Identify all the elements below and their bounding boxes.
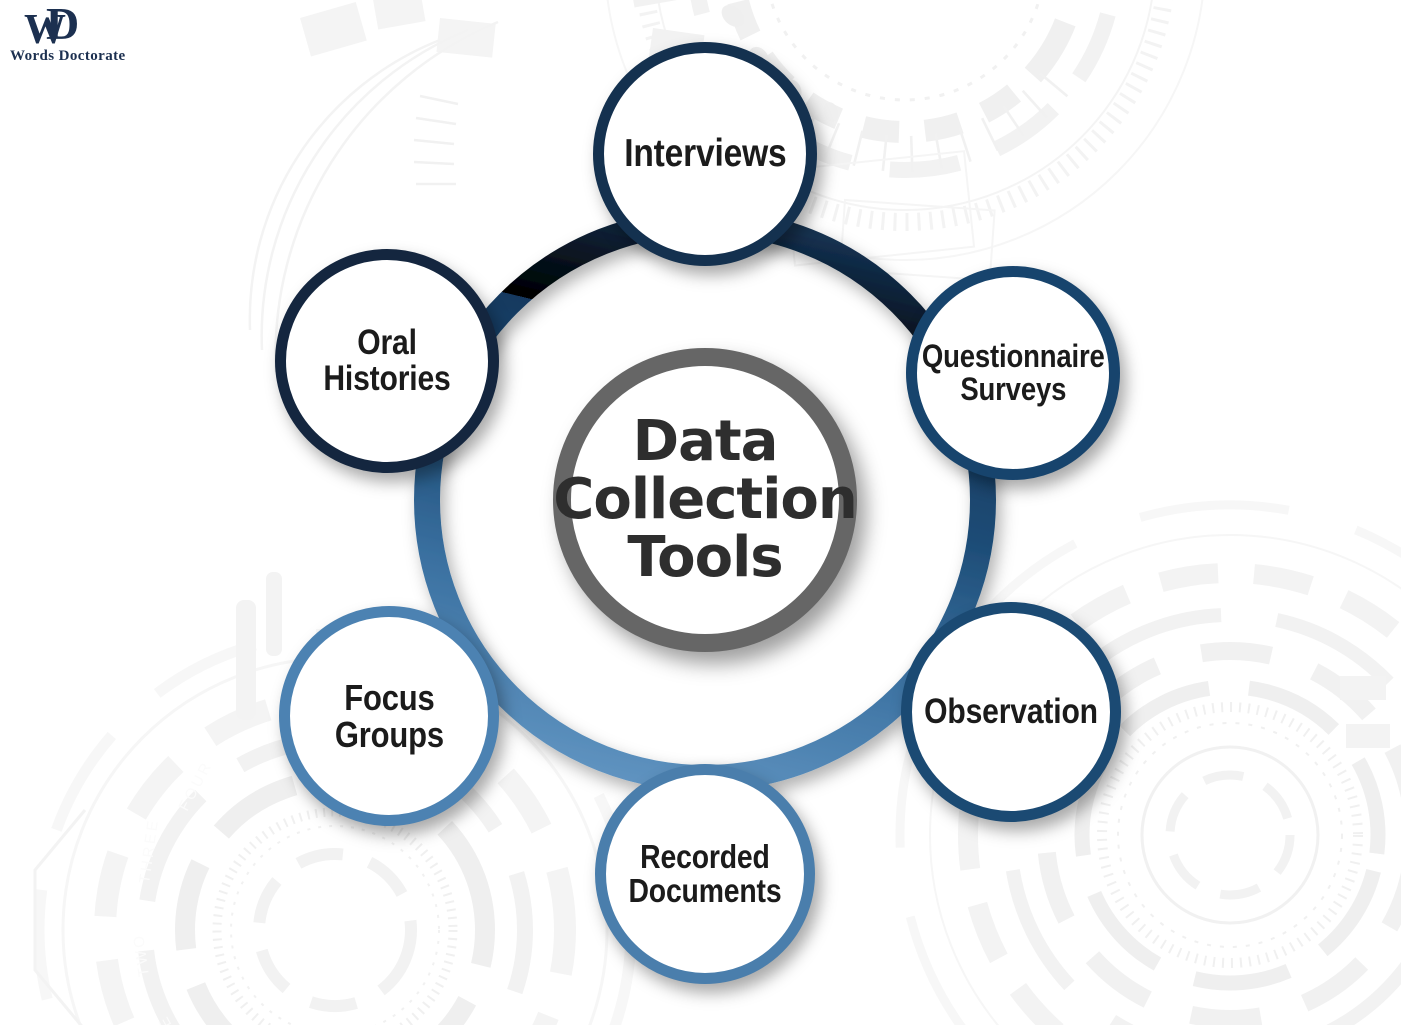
svg-text:D: D: [46, 3, 79, 49]
node-oral-histories[interactable]: Oral Histories: [275, 249, 499, 473]
center-hub-label: Data Collection Tools: [553, 408, 857, 591]
node-observation[interactable]: Observation: [901, 602, 1121, 822]
logo-monogram-icon: W D: [24, 3, 79, 53]
node-observation-label: Observation: [924, 691, 1098, 731]
svg-text:TWO: TWO: [130, 932, 153, 978]
node-questionnaire-surveys-label: Questionnaire Surveys: [921, 338, 1105, 407]
node-focus-groups[interactable]: Focus Groups: [279, 606, 499, 826]
node-interviews-label: Interviews: [623, 131, 787, 175]
svg-text:W: W: [24, 7, 66, 53]
brand-logo: W D Words Doctorate: [6, 3, 134, 65]
node-recorded-documents[interactable]: Recorded Documents: [595, 764, 815, 984]
center-hub: Data Collection Tools: [553, 348, 858, 652]
svg-text:Words Doctorate: Words Doctorate: [10, 48, 126, 64]
node-recorded-documents-label: Recorded Documents: [628, 838, 782, 909]
node-oral-histories-label: Oral Histories: [323, 322, 451, 398]
node-focus-groups-label: Focus Groups: [334, 676, 444, 755]
node-interviews[interactable]: Interviews: [593, 42, 817, 266]
node-questionnaire-surveys[interactable]: Questionnaire Surveys: [906, 266, 1120, 480]
